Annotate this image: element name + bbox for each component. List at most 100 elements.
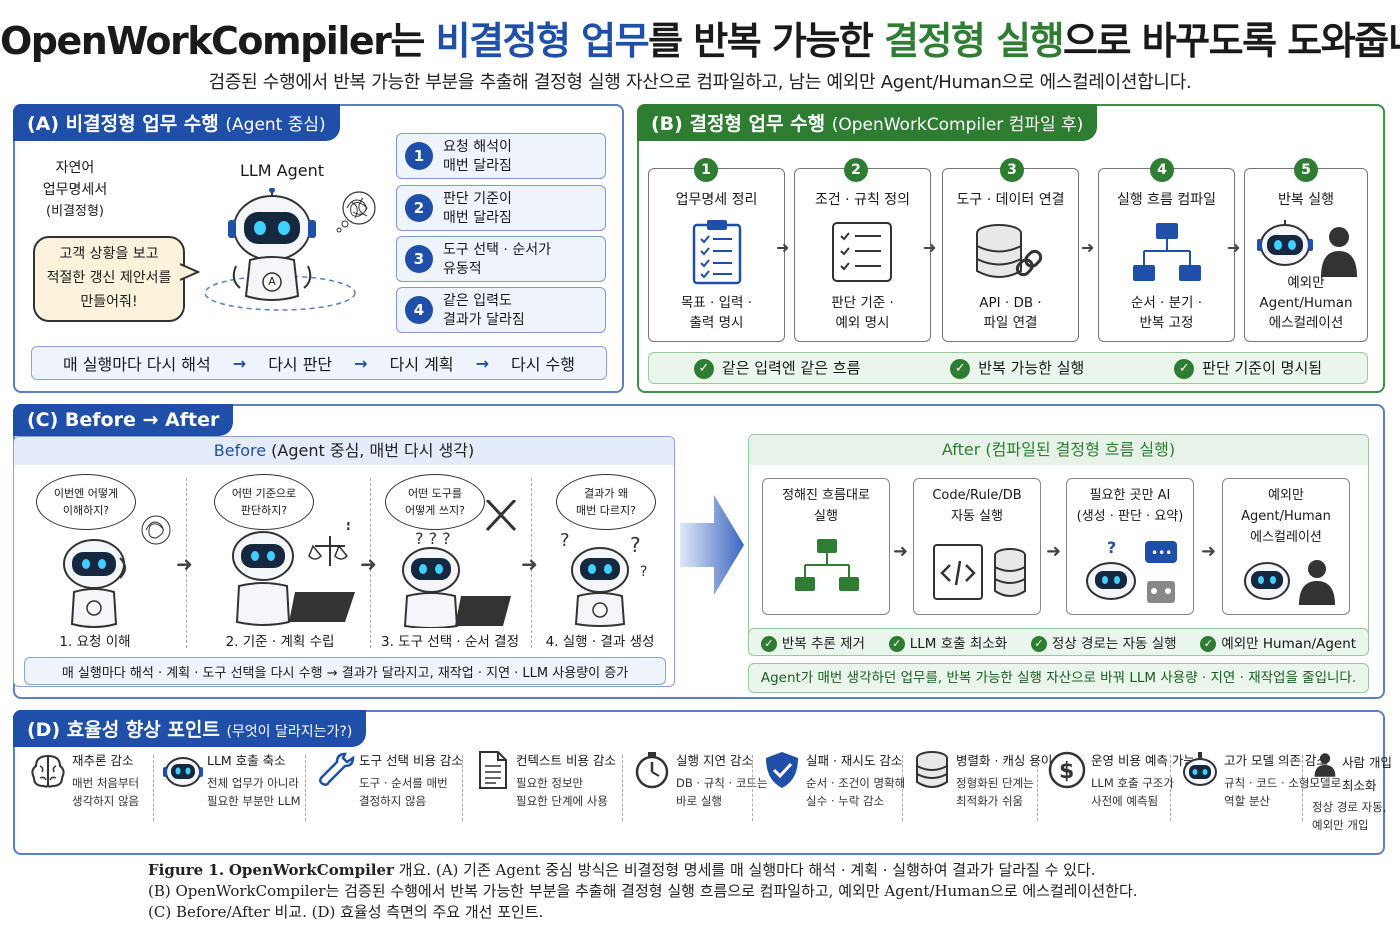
step-desc: 목표 · 입력 ·출력 명시	[649, 293, 784, 333]
stage-label: 2. 기준 · 계획 수립	[225, 634, 335, 650]
step-arrow-icon: ➜	[776, 238, 790, 257]
efficiency-desc-line-2: 역할 분산	[1224, 794, 1270, 808]
panel-a-tab: (A) 비결정형 업무 수행 (Agent 중심)	[13, 104, 340, 141]
after-summary-text: Agent가 매번 생각하던 업무를, 반복 가능한 실행 자산으로 바꿔 LL…	[760, 670, 1357, 686]
check-icon: ✓	[1174, 358, 1195, 379]
tangled-thought-icon	[336, 191, 376, 233]
stage-arrow-icon: ➜	[521, 552, 538, 576]
check-icon: ✓	[1200, 636, 1217, 652]
caption-figure: Figure 1.	[148, 861, 225, 879]
title-part-3: 를 반복 가능한	[648, 19, 885, 63]
robot-icon	[163, 757, 203, 787]
title-part-1: OpenWorkCompiler는	[0, 19, 436, 63]
spec-doc-label: 자연어 업무명세서 (비결정형)	[30, 157, 120, 223]
robot-person-icon	[1244, 560, 1335, 605]
efficiency-desc-line-2: 필요한 부분만 LLM	[207, 794, 301, 808]
step-desc-line-1: 순서 · 분기 ·	[1130, 295, 1203, 311]
step-desc-line-2: Agent/Human	[1259, 295, 1353, 311]
figure-caption: Figure 1. OpenWorkCompiler 개요. (A) 기존 Ag…	[148, 860, 1138, 923]
step-title: 도구 · 데이터 연결	[956, 192, 1065, 208]
panel-d-tab: (D) 효율성 향상 포인트 (무엇이 달라지는가?)	[13, 710, 367, 747]
step-number: 3	[1000, 158, 1024, 182]
efficiency-desc-line-1: 매번 처음부터	[72, 776, 140, 790]
step-number: 1	[694, 158, 718, 182]
stage-divider	[186, 478, 187, 648]
svg-text:•••: •••	[1151, 546, 1172, 560]
thought-line-1: 어떤 기준으로	[231, 487, 297, 500]
flow-arrow-icon: →	[475, 353, 489, 373]
document-icon	[479, 751, 507, 789]
efficiency-desc-line-2: 사전에 예측됨	[1091, 794, 1159, 808]
check-item: ✓같은 입력엔 같은 흐름	[693, 357, 860, 379]
efficiency-divider	[1302, 755, 1303, 821]
efficiency-desc: 정상 경로 자동,예외만 개입	[1312, 798, 1386, 834]
issue-line-1: 같은 입력도	[443, 293, 512, 309]
title-part-4: 결정형 실행	[884, 19, 1065, 63]
step-title: 반복 실행	[1278, 192, 1334, 208]
step-desc: 판단 기준 ·예외 명시	[795, 293, 930, 333]
thought-line-2: 판단하지?	[240, 504, 288, 517]
llm-agent-robot-icon	[204, 188, 356, 311]
efficiency-divider	[902, 755, 903, 821]
after-card-line-2: Agent/Human	[1241, 509, 1331, 524]
after-card-line-1: 필요한 곳만 AI	[1089, 488, 1171, 503]
tool-choosing-robot-icon: ? ? ?	[402, 500, 517, 628]
flow-step: 다시 수행	[511, 355, 575, 374]
step-arrow-icon: ➜	[1081, 238, 1095, 257]
flow-arrow-icon: →	[354, 353, 368, 373]
after-summary-bar: Agent가 매번 생각하던 업무를, 반복 가능한 실행 자산으로 바꿔 LL…	[748, 663, 1369, 693]
panel-a-flow-bar: 매 실행마다 다시 해석 → 다시 판단 → 다시 계획 → 다시 수행	[31, 346, 607, 380]
code-database-icon	[933, 544, 1026, 600]
efficiency-title: 도구 선택 비용 감소	[359, 753, 463, 768]
efficiency-title: 고가 모델 의존 감소	[1224, 753, 1328, 768]
bubble-line-2: 적절한 갱신 제안서를	[46, 270, 172, 286]
compile-step-card: 도구 · 데이터 연결 API · DB ·파일 연결	[942, 168, 1079, 342]
caption-line-1-rest: 개요. (A) 기존 Agent 중심 방식은 비결정형 명세를 매 실행마다 …	[393, 861, 1096, 879]
after-arrow-icon: ➜	[1201, 541, 1217, 562]
issue-line-2: 매번 달라짐	[443, 210, 512, 226]
step-desc-line-2: 출력 명시	[689, 315, 744, 331]
efficiency-desc-line-2: 예외만 개입	[1312, 818, 1369, 832]
before-after-arrow-icon	[680, 495, 744, 595]
efficiency-title: 운영 비용 예측 가능	[1091, 753, 1195, 768]
check-icon: ✓	[888, 636, 905, 652]
check-icon: ✓	[1030, 636, 1047, 652]
issue-line-1: 도구 선택 · 순서가	[443, 242, 551, 258]
svg-text:?: ?	[640, 564, 647, 580]
after-check-bar: ✓반복 추론 제거 ✓LLM 호출 최소화 ✓정상 경로는 자동 실행 ✓예외만…	[748, 628, 1369, 656]
check-item: ✓LLM 호출 최소화	[888, 632, 1007, 652]
check-text: 반복 가능한 실행	[978, 359, 1085, 378]
flow-step: 다시 계획	[389, 355, 454, 374]
efficiency-title: 재추론 감소	[72, 753, 134, 768]
before-summary-text: 매 실행마다 해석 · 계획 · 도구 선택을 다시 수행 → 결과가 달라지고…	[61, 665, 629, 681]
rules-icon	[832, 222, 892, 282]
before-head-main: Before	[213, 441, 267, 460]
before-header: Before (Agent 중심, 매번 다시 생각)	[14, 437, 674, 465]
main-title: OpenWorkCompiler는 비결정형 업무를 반복 가능한 결정형 실행…	[0, 10, 1400, 65]
stage-label: 4. 실행 · 결과 생성	[545, 634, 655, 650]
shield-check-icon	[766, 752, 798, 788]
efficiency-divider	[1170, 755, 1171, 821]
efficiency-desc-line-1: 전체 업무가 아니라	[207, 776, 299, 790]
after-header: After (컴파일된 결정형 흐름 실행)	[749, 435, 1368, 465]
efficiency-desc-line-1: 정형화된 단계는	[956, 776, 1034, 790]
flow-step: 매 실행마다 다시 해석	[63, 355, 211, 374]
stage-arrow-icon: ➜	[176, 552, 193, 576]
stage-label: 1. 요청 이해	[59, 634, 131, 650]
caption-name: OpenWorkCompiler	[228, 861, 394, 879]
brain-icon	[31, 754, 65, 788]
